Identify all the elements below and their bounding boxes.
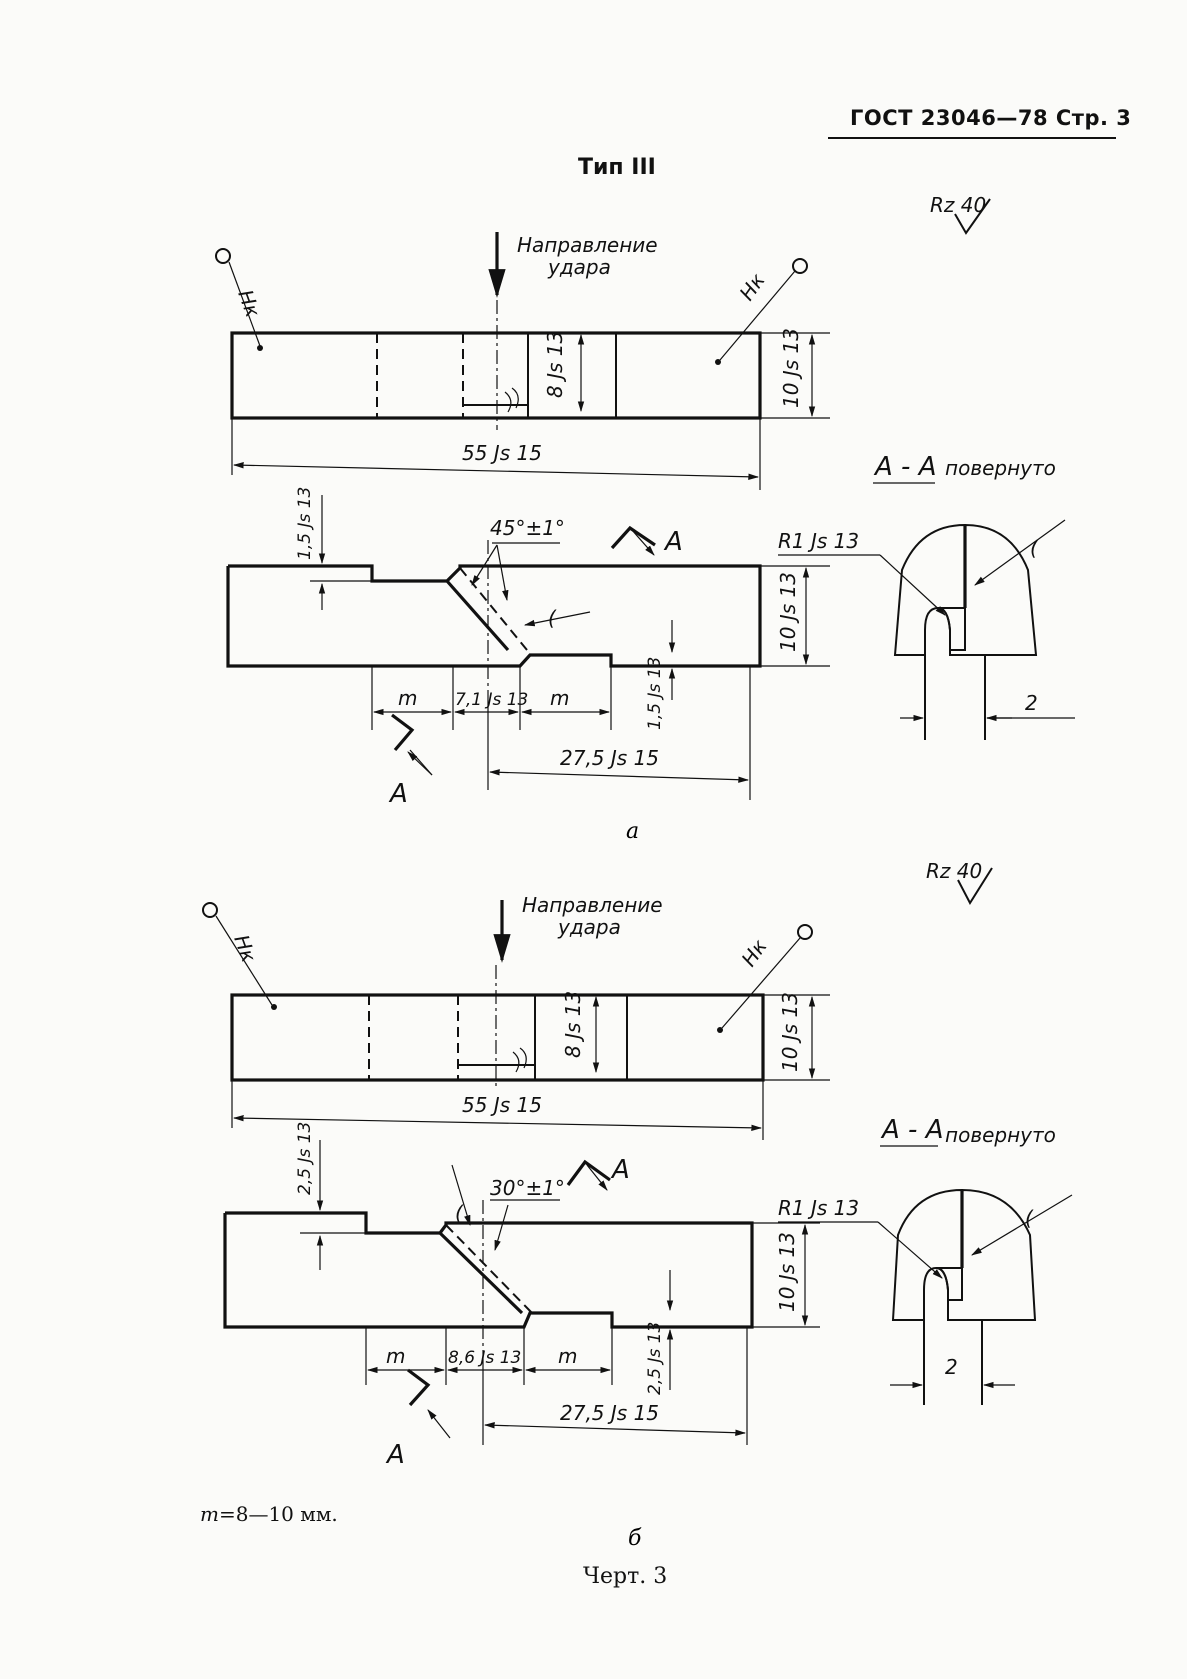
impact-direction-a-line2: удара <box>547 255 611 279</box>
figure-letter-a: а <box>626 819 639 844</box>
impact-direction-b-line2: удара <box>557 915 621 939</box>
hardness-label-right-b: Нк <box>736 935 771 971</box>
top-view-b <box>230 993 765 1082</box>
drawing-caption: Черт. 3 <box>583 1564 668 1589</box>
hardness-marker-left-b <box>202 902 218 918</box>
dim-radius-b: R1 Js 13 <box>778 1196 859 1220</box>
dim-step-top-a: 1,5 Js 13 <box>295 487 315 560</box>
side-view-b <box>223 1211 754 1329</box>
dim-half-length-b: 27,5 Js 15 <box>560 1401 659 1425</box>
dim-step-bottom-b: 2,5 Js 13 <box>645 1322 665 1395</box>
dim-notch-width-b: 8,6 Js 13 <box>448 1348 521 1368</box>
side-view-a <box>226 564 762 668</box>
rotated-label-b: повернуто <box>945 1123 1056 1147</box>
dim-length-b: 55 Js 15 <box>462 1093 542 1117</box>
dim-height-side-a: 10 Js 13 <box>776 572 800 652</box>
section-marker-a-top: А <box>663 527 683 557</box>
dim-m-right-a: m <box>550 686 569 710</box>
section-detail-b: ( R1 Js 13 2 <box>778 1188 1073 1405</box>
dim-height-top-a: 10 Js 13 <box>779 328 803 408</box>
dim-height-top-b: 10 Js 13 <box>778 992 802 1072</box>
dim-m-left-a: m <box>398 686 417 710</box>
hardness-marker-right-b <box>797 924 813 940</box>
dim-width-b: 2 <box>945 1355 958 1379</box>
dim-m-left-b: m <box>386 1344 405 1368</box>
dim-notch-width-a: 7,1 Js 13 <box>455 690 528 710</box>
dim-half-length-a: 27,5 Js 15 <box>560 746 659 770</box>
dim-radius-a: R1 Js 13 <box>778 529 859 553</box>
surface-mark-a: ( <box>548 606 557 630</box>
figure-b: Rz 40 Направление удара Нк Нк 8 Js 13 <box>202 859 1073 1551</box>
figure-letter-b: б <box>628 1526 642 1551</box>
standard-header: ГОСТ 23046—78 Стр. 3 <box>850 106 1132 130</box>
section-marker-b-bottom: А <box>385 1440 405 1470</box>
roughness-text-b: Rz 40 <box>926 859 982 883</box>
surface-mark-section-a: ( <box>1030 536 1039 560</box>
hardness-marker-right-a <box>792 258 808 274</box>
dim-notch-height-b: 8 Js 13 <box>561 991 585 1058</box>
rotated-label-a: повернуто <box>945 456 1056 480</box>
roughness-mark-a: Rz 40 <box>930 193 991 235</box>
top-view-a <box>230 331 762 420</box>
dim-angle-a: 45°±1° <box>490 516 565 540</box>
hardness-label-left-b: Нк <box>229 932 261 966</box>
dim-m-right-b: m <box>558 1344 577 1368</box>
type-title: Тип III <box>578 155 656 180</box>
dim-width-a: 2 <box>1025 691 1038 715</box>
dim-notch-height-a: 8 Js 13 <box>543 331 567 398</box>
dim-step-bottom-a: 1,5 Js 13 <box>645 657 665 730</box>
impact-direction-b-line1: Направление <box>522 893 663 917</box>
dim-height-side-b: 10 Js 13 <box>775 1232 799 1312</box>
dim-length-a: 55 Js 15 <box>462 441 542 465</box>
impact-direction-a-line1: Направление <box>517 233 658 257</box>
header-rule <box>828 137 1116 139</box>
surface-mark-section-b: ( <box>1025 1206 1034 1230</box>
dim-angle-b: 30°±1° <box>490 1176 565 1200</box>
section-title-a: А - А <box>873 452 936 482</box>
section-title-b: А - А <box>880 1115 943 1145</box>
surface-mark-b: ( <box>455 1201 464 1225</box>
hardness-marker-left-a <box>215 248 231 264</box>
note-m: m=8—10 мм. <box>200 1502 338 1526</box>
note-symbol: m <box>200 1502 219 1526</box>
section-detail-a: ( R1 Js 13 2 <box>778 519 1075 740</box>
roughness-text-a: Rz 40 <box>930 193 986 217</box>
note-text: =8—10 мм. <box>218 1502 338 1526</box>
section-marker-a-bottom: А <box>388 779 408 809</box>
section-marker-b-top: А <box>610 1155 630 1185</box>
hardness-label-right-a: Нк <box>734 269 769 305</box>
dim-step-top-b: 2,5 Js 13 <box>295 1122 315 1195</box>
figure-a: Rz 40 Направление удара Нк Нк <box>215 193 1075 844</box>
hardness-label-left-a: Нк <box>233 287 265 321</box>
roughness-mark-b: Rz 40 <box>926 859 993 906</box>
